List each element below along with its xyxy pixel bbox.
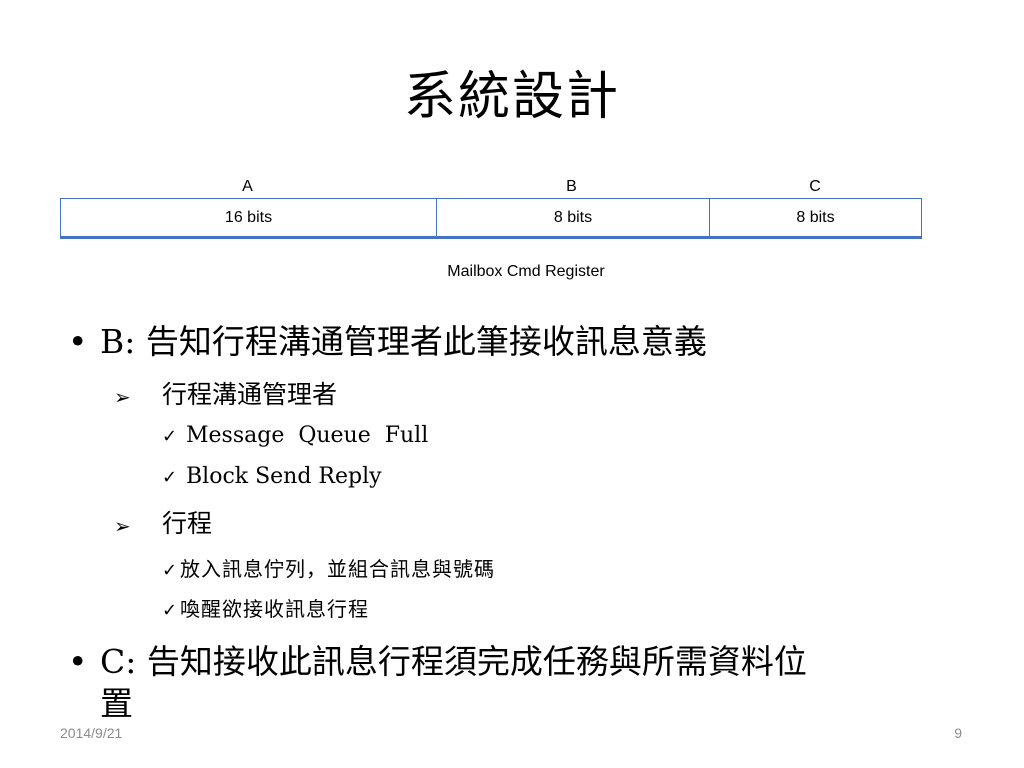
- footer-date: 2014/9/21: [60, 725, 123, 741]
- bullet-b-text: B: 告知行程溝通管理者此筆接收訊息意義: [100, 322, 707, 361]
- arrow-bullet-icon: ➢: [114, 513, 131, 538]
- register-table: 16 bits 8 bits 8 bits: [60, 198, 922, 239]
- field-cell-b: 8 bits: [436, 199, 709, 236]
- footer-page-number: 9: [954, 725, 962, 741]
- bullet-c-text-line1: C: 告知接收此訊息行程須完成任務與所需資料位: [100, 642, 807, 681]
- sub-bullet-process: ➢ 行程: [114, 509, 212, 541]
- check-icon: ✓: [162, 467, 178, 488]
- list-item-text: Block Send Reply: [186, 464, 382, 489]
- list-item-text: 喚醒欲接收訊息行程: [180, 597, 369, 621]
- check-icon: ✓: [162, 560, 179, 581]
- bullet-c-text-line2: 置: [100, 684, 133, 723]
- bullet-c: • C: 告知接收此訊息行程須完成任務與所需資料位 置: [68, 642, 968, 723]
- bullet-dot-icon: •: [68, 642, 88, 681]
- slide-title: 系統設計: [403, 67, 620, 127]
- field-label-a: A: [242, 178, 253, 195]
- sub-bullet-process-text: 行程: [162, 509, 213, 538]
- list-item-text: 放入訊息佇列，並組合訊息與號碼: [180, 557, 495, 581]
- check-icon: ✓: [162, 600, 179, 621]
- list-item: ✓喚醒欲接收訊息行程: [162, 596, 369, 624]
- bullet-dot-icon: •: [68, 322, 88, 361]
- field-label-c: C: [809, 178, 821, 195]
- field-label-b: B: [566, 178, 577, 195]
- sub-bullet-manager: ➢ 行程溝通管理者: [114, 380, 337, 412]
- register-caption: Mailbox Cmd Register: [447, 263, 605, 280]
- list-item-text: Message Queue Full: [186, 423, 429, 448]
- field-cell-a: 16 bits: [224, 208, 273, 226]
- sub-bullet-manager-text: 行程溝通管理者: [162, 380, 338, 409]
- check-icon: ✓: [162, 426, 178, 447]
- arrow-bullet-icon: ➢: [114, 384, 131, 409]
- field-cell-c: 8 bits: [709, 199, 921, 236]
- list-item: ✓ Message Queue Full: [162, 423, 428, 450]
- bullet-b: • B: 告知行程溝通管理者此筆接收訊息意義: [68, 322, 968, 362]
- list-item: ✓放入訊息佇列，並組合訊息與號碼: [162, 556, 495, 584]
- list-item: ✓ Block Send Reply: [162, 464, 382, 491]
- register-field-labels: A B C: [60, 178, 922, 198]
